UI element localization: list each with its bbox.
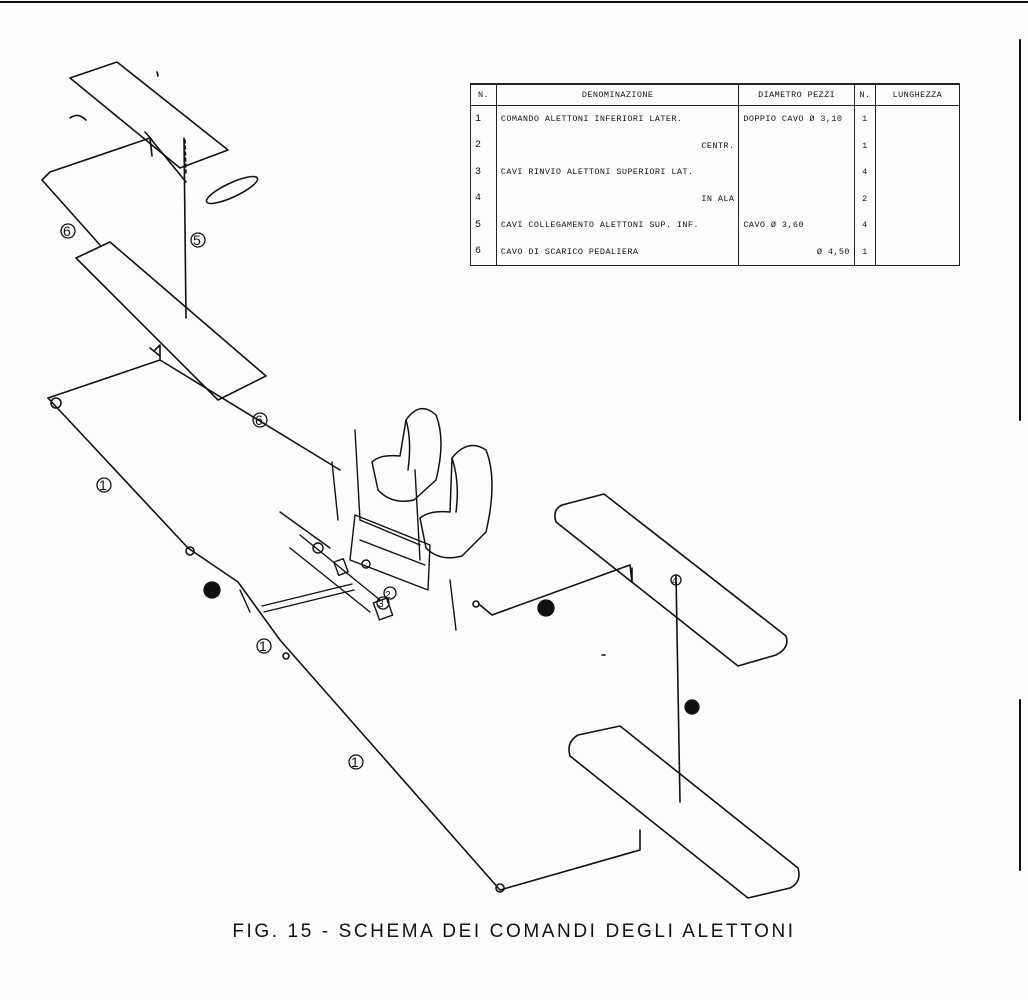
cell-lunghezza [874,158,961,186]
header-n: N. [853,83,876,106]
cell-pezzi: 1 [853,238,876,267]
callout-label: 1 [259,638,267,654]
cell-lunghezza [874,132,961,159]
upper-left-wing-tip [41,137,259,319]
parts-list-table: N. DENOMINAZIONE DIAMETRO PEZZI N. LUNGH… [470,83,961,267]
cell-num: 3 [470,158,497,186]
cell-diametro [738,132,855,159]
cell-num: 4 [470,185,497,212]
cell-diametro [738,185,855,212]
cell-pezzi: 2 [853,185,876,212]
callout-label: 3 [378,599,384,610]
cell-lunghezza [874,105,961,133]
table-row: 5 CAVI COLLEGAMENTO ALETTONI SUP. INF. C… [470,211,961,239]
cell-diametro [738,158,855,186]
table-row: 1 COMANDO ALETTONI INFERIORI LATER. DOPP… [470,105,961,133]
cell-num: 5 [470,211,497,239]
table-row: 6 CAVO DI SCARICO PEDALIERA Ø 4,50 1 [470,238,961,267]
right-lower-aileron [568,725,800,899]
cell-num: 1 [470,105,497,133]
cell-pezzi: 4 [853,158,876,186]
cell-num: 2 [470,132,497,159]
right-upper-aileron [554,493,788,667]
callout-label: 6 [541,600,549,616]
cell-denominazione: IN ALA [495,185,740,212]
control-linkage [239,429,457,631]
callout-label: 1 [351,754,359,770]
callout-label: 6 [255,412,263,428]
table-row: 2 CENTR. 1 [470,132,961,159]
header-lunghezza: LUNGHEZZA [874,83,961,106]
cell-denominazione: CENTR. [495,132,740,159]
cell-denominazione: CAVO DI SCARICO PEDALIERA [495,238,740,267]
cell-diametro: Ø 4,50 [738,238,855,267]
cell-denominazione: CAVI RINVIO ALETTONI SUPERIORI LAT. [495,158,740,186]
header-denominazione: DENOMINAZIONE [495,83,740,106]
cell-lunghezza [874,238,961,267]
callout-label: 4 [672,576,677,586]
header-diametro: DIAMETRO PEZZI [738,83,855,106]
cell-pezzi: 1 [853,105,876,133]
table-row: 3 CAVI RINVIO ALETTONI SUPERIORI LAT. 4 [470,158,961,186]
cell-denominazione: CAVI COLLEGAMENTO ALETTONI SUP. INF. [495,211,740,239]
lower-left-wing [47,344,641,891]
header-num: N. [470,83,497,106]
cell-pezzi: 1 [853,132,876,159]
middle-left-aileron [75,241,267,401]
cell-diametro: DOPPIO CAVO Ø 3,10 [738,105,855,133]
cell-denominazione: COMANDO ALETTONI INFERIORI LATER. [495,105,740,133]
figure-caption: FIG. 15 - SCHEMA DEI COMANDI DEGLI ALETT… [232,921,796,942]
callout-label: 6 [207,582,215,598]
callout-label: 1 [99,477,107,493]
cell-lunghezza [874,211,961,239]
cell-lunghezza [874,185,961,212]
table-header-row: N. DENOMINAZIONE DIAMETRO PEZZI N. LUNGH… [470,83,961,106]
border-marks [0,1,1028,871]
callout-label: 2 [385,590,391,601]
cell-diametro: CAVO Ø 3,60 [738,211,855,239]
cell-pezzi: 4 [853,211,876,239]
upper-left-aileron [69,61,229,169]
callout-markers: 6 5 6 1 6 1 2 3 6 6 1 4 [60,223,700,770]
callout-label: 5 [193,232,201,248]
right-wing [479,564,697,803]
callout-label: 6 [687,699,695,715]
cell-num: 6 [470,238,497,267]
cockpit-seats [371,407,493,559]
callout-label: 6 [63,223,71,239]
pulleys [50,397,505,893]
table-row: 4 IN ALA 2 [470,185,961,212]
